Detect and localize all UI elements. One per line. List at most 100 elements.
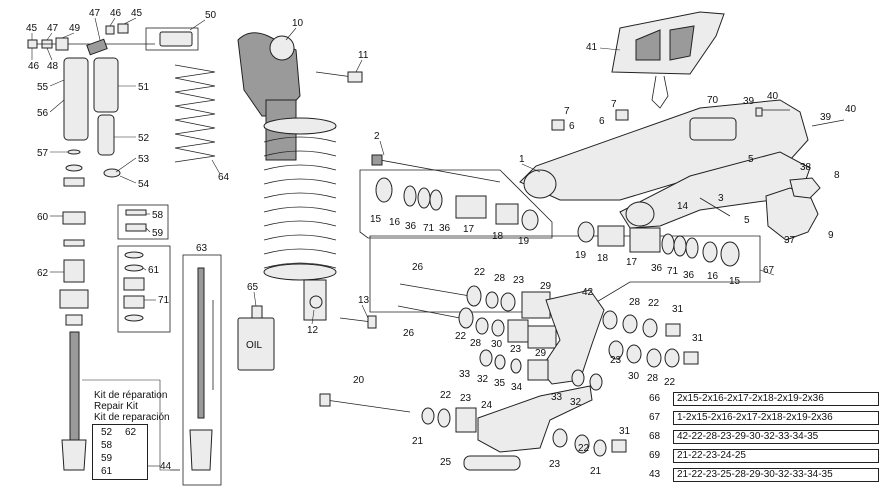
part-label: 39 [820,112,832,123]
part-label: 12 [307,325,319,336]
part-label: 58 [152,210,164,221]
part-label: 54 [138,179,150,190]
repair-kit-item: 61 [101,466,113,477]
part-label: 30 [491,339,503,350]
part-label: 23 [460,393,472,404]
legend-row: 43 21-22-23-25-28-29-30-32-33-34-35 [649,468,881,483]
part-label: 35 [494,378,506,389]
part-label: 8 [834,170,840,181]
part-label: 7 [611,99,617,110]
leader-lines [31,17,775,471]
swingarm-bearings [359,169,761,313]
part-label: 36 [683,270,695,281]
part-label: 33 [459,369,471,380]
part-label: 28 [647,373,659,384]
part-label: 31 [619,426,631,437]
legend-row: 67 1-2x15-2x16-2x17-2x18-2x19-2x36 [649,411,881,426]
part-label: 1 [519,154,525,165]
part-label: 28 [494,273,506,284]
part-label: 10 [292,18,304,29]
part-label: 24 [481,400,493,411]
legend-row: 69 21-22-23-24-25 [649,449,881,464]
part-label: 46 [28,61,40,72]
part-label: 31 [692,333,704,344]
part-label: 6 [599,116,605,127]
legend-number: 68 [649,431,661,442]
left-shock-assembly [27,23,222,486]
part-label: 7 [564,106,570,117]
part-label: 6 [569,121,575,132]
part-label: 39 [743,96,755,107]
part-label: 32 [477,374,489,385]
swingarm [371,11,845,241]
part-label: 19 [575,250,587,261]
part-label: 16 [707,271,719,282]
part-label: 3 [718,193,724,204]
part-label: 22 [664,377,676,388]
part-label: 26 [403,328,415,339]
part-label: 16 [389,217,401,228]
part-label: 28 [629,297,641,308]
part-label: 67 [763,265,775,276]
part-label: 19 [518,236,530,247]
part-label: 48 [47,61,59,72]
part-label: 23 [513,275,525,286]
part-label: 40 [845,104,857,115]
part-label: 9 [828,230,834,241]
part-label: 53 [138,154,150,165]
repair-kit-title-es: Kit de reparación [94,412,170,423]
part-label: 40 [767,91,779,102]
repair-kit-item: 62 [125,427,137,438]
repair-kit-item: 58 [101,440,113,451]
part-label: 50 [205,10,217,21]
repair-kit-item: 59 [101,453,113,464]
legend-number: 43 [649,469,661,480]
part-label: 29 [540,281,552,292]
part-label: 25 [440,457,452,468]
part-label: 21 [590,466,602,477]
part-label: 52 [138,133,150,144]
part-label: 18 [597,253,609,264]
part-label: 71 [423,223,435,234]
part-label: 36 [405,221,417,232]
part-label: 38 [800,162,812,173]
part-label: 28 [470,338,482,349]
part-label: 15 [729,276,741,287]
part-label: 64 [218,172,230,183]
part-label: 45 [26,23,38,34]
part-label: 5 [744,215,750,226]
part-label: 22 [648,298,660,309]
part-label: 17 [463,224,475,235]
part-label: 34 [511,382,523,393]
part-label: 32 [570,397,582,408]
part-label: 18 [492,231,504,242]
main-shock [237,32,377,329]
part-label: 14 [677,201,689,212]
part-label: 22 [578,443,590,454]
repair-kit-title-en: Repair Kit [94,401,138,412]
part-label: 57 [37,148,49,159]
part-label: 47 [89,8,101,19]
legend-parts: 42-22-28-23-29-30-32-33-34-35 [673,430,879,444]
repair-kit-box: 52 62 58 59 61 [92,424,148,480]
part-label: 47 [47,23,59,34]
part-label: 26 [412,262,424,273]
part-label: 17 [626,257,638,268]
part-label: 33 [551,392,563,403]
part-label: 23 [610,355,622,366]
part-label: 70 [707,95,719,106]
part-label: 63 [196,243,208,254]
part-label: 42 [582,287,594,298]
part-label: 51 [138,82,150,93]
part-label: 22 [455,331,467,342]
part-label: 22 [440,390,452,401]
part-label: 13 [358,295,370,306]
part-label: 62 [37,268,49,279]
part-number-labels: 45 47 49 46 48 47 46 45 50 55 56 51 52 5… [26,8,857,477]
oil-text: OIL [246,340,263,351]
repair-kit-item: 52 [101,427,113,438]
part-label: 46 [110,8,122,19]
linkage [319,283,699,471]
part-label: 30 [628,371,640,382]
